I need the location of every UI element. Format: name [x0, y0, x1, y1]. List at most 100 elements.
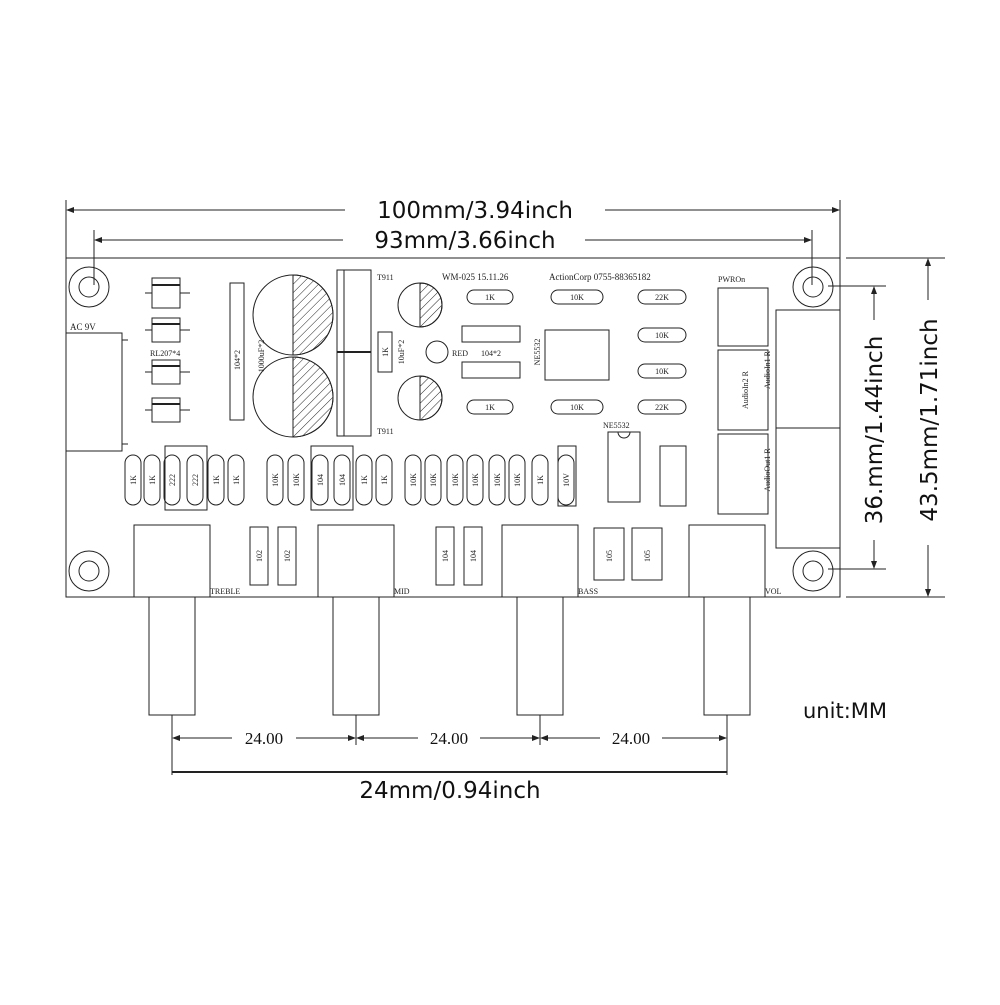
resistor-value: 10K: [409, 473, 418, 487]
resistor-value: 10K: [493, 473, 502, 487]
pot-body: [317, 524, 395, 598]
resistor-body: [227, 454, 245, 506]
resistor-body: [311, 454, 329, 506]
res-top-3: 22K: [655, 293, 669, 302]
overall-height-label: 43.5mm/1.71inch: [917, 318, 943, 521]
pot-pitch-1: 24.00: [245, 729, 283, 748]
pot-pitch-dimensions: 24.00 24.00 24.00 24mm/0.94inch: [171, 715, 728, 804]
resistor-body: [466, 454, 484, 506]
film-capacitor-left: 104*2: [229, 282, 245, 421]
pot-body: [133, 524, 211, 598]
pot-shaft: [703, 596, 751, 716]
ac-input-label: AC 9V: [70, 322, 96, 332]
resistor-value: 1K: [536, 475, 545, 485]
resistor-value: 10V: [562, 473, 571, 487]
ic-ne5532-top: NE5532: [533, 329, 610, 381]
res-top-1: 1K: [485, 293, 495, 302]
resistor-body: [355, 454, 373, 506]
resistor-body: [531, 454, 549, 506]
pot-pitch-2: 24.00: [430, 729, 468, 748]
res-top-4: 10K: [655, 331, 669, 340]
resistor-value: 10K: [513, 473, 522, 487]
electrolytic-small-label: 10uF*2: [397, 340, 406, 364]
mounting-hole-top-right: [792, 266, 834, 308]
resistor-value: 1K: [360, 475, 369, 485]
unit-label: unit:MM: [803, 699, 887, 723]
box-capacitor: [659, 445, 687, 507]
small-capacitor: 1K: [377, 331, 393, 373]
audio-in2-label: AudioIn2 R: [741, 370, 750, 409]
cap-a-label: 104*2: [233, 350, 242, 370]
resistor-value: 104: [316, 474, 325, 486]
res-top-5: 10K: [655, 367, 669, 376]
resistor-value: 10K: [429, 473, 438, 487]
resistor-body: [163, 454, 181, 506]
pot-label: VOL: [765, 587, 782, 596]
resistor-value: 1K: [212, 475, 221, 485]
pot-body: [501, 524, 579, 598]
hole-spacing-width-label: 93mm/3.66inch: [374, 228, 555, 254]
electrolytic-label: 1000uF*2: [257, 340, 266, 372]
regulator-heatsink: T911 T911: [336, 269, 394, 437]
resistor-body: [143, 454, 161, 506]
cap-small-3: 104: [441, 550, 450, 562]
small-cap-label: 1K: [381, 347, 390, 357]
overall-height-dimension: 43.5mm/1.71inch: [846, 257, 945, 598]
pot-label: MID: [394, 587, 410, 596]
pot-label: TREBLE: [210, 587, 240, 596]
cap-small-2: 102: [283, 550, 292, 562]
ic-right-label: NE5532: [603, 421, 630, 430]
small-capacitors-bottom: 102 102 104 104 105 105: [249, 526, 663, 586]
overall-width-label: 100mm/3.94inch: [377, 198, 573, 224]
resistor-value: 104: [338, 474, 347, 486]
ac-input-connector: AC 9V: [65, 322, 128, 452]
overall-width-dimension: 100mm/3.94inch: [65, 198, 841, 258]
resistor-body: [404, 454, 422, 506]
led-label: RED: [452, 349, 468, 358]
res-top-7: 10K: [570, 403, 584, 412]
res-top-2: 10K: [570, 293, 584, 302]
board-maker-label: ActionCorp 0755-88365182: [549, 272, 651, 282]
film-capacitor-pair: 104*2: [461, 325, 521, 379]
resistor-body: [424, 454, 442, 506]
ic-left-label: NE5532: [533, 339, 542, 366]
resistor-body: [124, 454, 142, 506]
pot-body: [688, 524, 766, 598]
electrolytic-capacitors: 1000uF*2: [252, 274, 334, 438]
resistor-value: 10K: [451, 473, 460, 487]
hole-spacing-height-label: 36.mm/1.44inch: [862, 336, 888, 525]
res-top-8: 22K: [655, 403, 669, 412]
resistor-body: [287, 454, 305, 506]
box-capacitor: [164, 445, 208, 511]
resistor-body: [375, 454, 393, 506]
pot-label: BASS: [578, 587, 598, 596]
resistor-value: 10K: [292, 473, 301, 487]
box-capacitor: [557, 445, 577, 507]
resistor-value: 222: [168, 474, 177, 486]
resistor-value: 10K: [271, 473, 280, 487]
rectifier-label: RL207*4: [150, 349, 180, 358]
resistor-value: 1K: [148, 475, 157, 485]
regulator-label-top: T911: [377, 273, 394, 282]
resistor-body: [488, 454, 506, 506]
ic-ne5532-bottom: NE5532: [603, 421, 641, 503]
resistor-value: 10K: [471, 473, 480, 487]
regulator-label-bottom: T911: [377, 427, 394, 436]
rectifier-diodes: RL207*4: [145, 277, 190, 423]
mounting-hole-bottom-right: [792, 550, 834, 592]
resistor-body: [508, 454, 526, 506]
box-capacitor: [310, 445, 354, 511]
pot-pitch-total: 24mm/0.94inch: [359, 778, 540, 804]
potentiometers: TREBLE MID BASS VOL: [133, 524, 782, 716]
resistor-body: [266, 454, 284, 506]
resistor-body: [186, 454, 204, 506]
hole-spacing-width-dimension: 93mm/3.66inch: [93, 228, 813, 285]
audio-connectors: AudioIn2 R AudioIn1 R AudioOut1 R: [717, 287, 841, 549]
resistor-value: 1K: [232, 475, 241, 485]
resistor-value: 222: [191, 474, 200, 486]
mounting-hole-top-left: [68, 266, 110, 308]
cap-small-4: 104: [469, 550, 478, 562]
cap-small-1: 102: [255, 550, 264, 562]
